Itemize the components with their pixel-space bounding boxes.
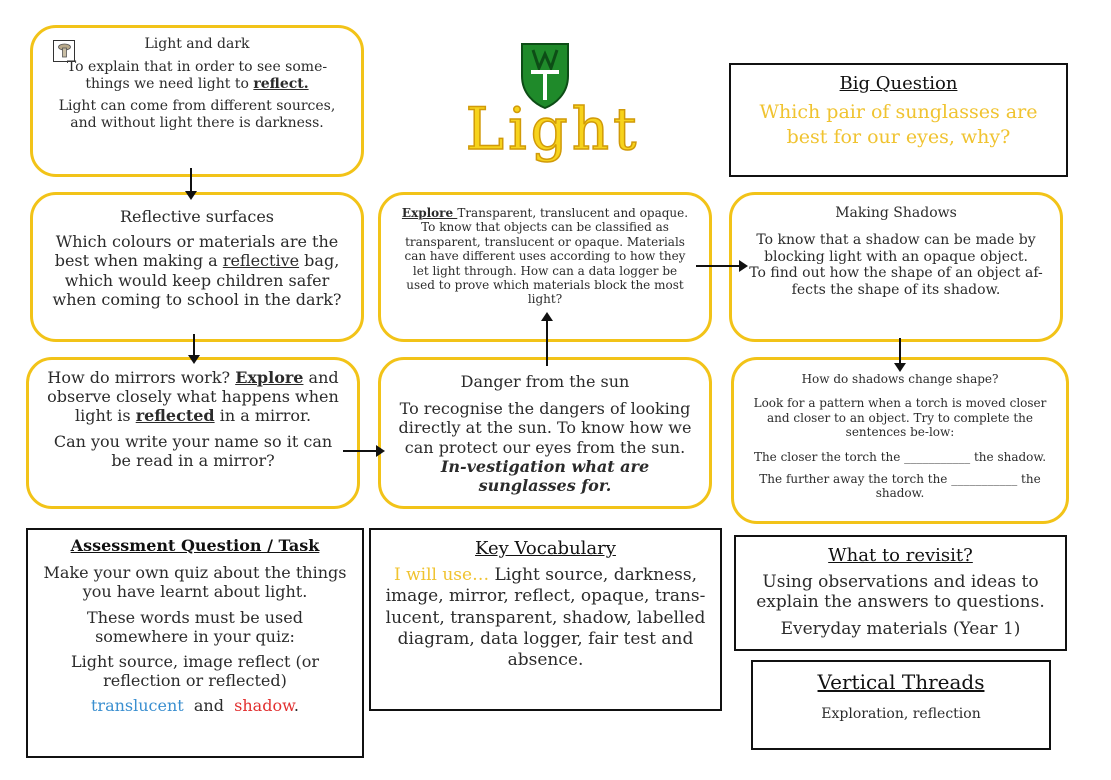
reflective-box: Reflective surfaces Which colours or mat… [30,192,364,342]
threads-heading: Vertical Threads [817,670,985,694]
assessment-words: translucent and shadow. [91,696,299,716]
arrow-shadows-to-shape [894,338,906,372]
revisit-box: What to revisit? Using observations and … [734,535,1067,651]
vocab-box: Key Vocabulary I will use… Light source,… [369,528,722,711]
assessment-line2: These words must be used somewhere in yo… [87,607,303,646]
light-dark-box: Light and dark To explain that in order … [30,25,364,177]
word-shadow: shadow [234,696,294,716]
arrow-explore-to-shadows [696,260,748,272]
vocab-heading: Key Vocabulary [475,538,616,559]
arrow-reflective-to-mirrors [188,334,200,364]
making-shadows-line1: To know that a shadow can be made by blo… [756,231,1036,265]
arrow-danger-to-explore [541,312,553,366]
big-question-heading: Big Question [839,73,958,94]
big-question-text: Which pair of sunglasses are best for ou… [759,101,1038,148]
threads-box: Vertical Threads Exploration, reflection [751,660,1051,750]
explore-box: Explore Transparent, translucent and opa… [378,192,712,342]
arrow-mirrors-to-danger [343,445,385,457]
shadow-shape-line1: Look for a pattern when a torch is moved… [753,396,1047,440]
school-shield-logo [519,40,571,110]
light-dark-heading: Light and dark [144,36,250,52]
danger-text: To recognise the dangers of looking dire… [398,399,692,495]
revisit-line1: Using observations and ideas to explain … [756,572,1045,613]
mirrors-text: How do mirrors work? Explore and observe… [47,368,339,426]
mirrors-box: How do mirrors work? Explore and observe… [26,357,360,509]
word-translucent: translucent [91,696,184,716]
danger-heading: Danger from the sun [460,372,630,391]
shadow-shape-line2: The closer the torch the ___________ the… [753,449,1047,464]
shadow-shape-heading: How do shadows change shape? [801,372,999,386]
light-dark-line2: Light can come from different sources, a… [58,98,336,132]
danger-box: Danger from the sun To recognise the dan… [378,357,712,509]
vocab-text: I will use… Light source, darkness, imag… [385,565,706,670]
reflective-heading: Reflective surfaces [119,207,275,226]
making-shadows-box: Making Shadows To know that a shadow can… [729,192,1063,342]
reflective-text: Which colours or materials are the best … [52,232,342,309]
arrow-light-to-reflective [185,168,197,200]
assessment-line3: Light source, image reflect (or reflecti… [70,651,320,691]
page-title: Light [465,95,641,163]
shadow-shape-line3: The further away the torch the _________… [759,471,1041,501]
threads-text: Exploration, reflection [821,706,981,722]
mirrors-line2: Can you write your name so it can be rea… [53,431,333,470]
big-question-box: Big Question Which pair of sunglasses ar… [729,63,1068,177]
assessment-line1: Make your own quiz about the things you … [43,563,347,602]
making-shadows-heading: Making Shadows [835,205,957,221]
assessment-heading: Assessment Question / Task [70,536,320,555]
shadow-shape-box: How do shadows change shape? Look for a … [731,357,1069,524]
light-dark-line1: To explain that in order to see some-thi… [66,58,328,92]
revisit-line2: Everyday materials (Year 1) [780,618,1021,639]
revisit-heading: What to revisit? [828,545,973,566]
explore-text: Explore Transparent, translucent and opa… [401,206,689,307]
assessment-box: Assessment Question / Task Make your own… [26,528,364,758]
torch-icon [53,40,75,62]
making-shadows-line2: To find out how the shape of an object a… [749,265,1043,299]
